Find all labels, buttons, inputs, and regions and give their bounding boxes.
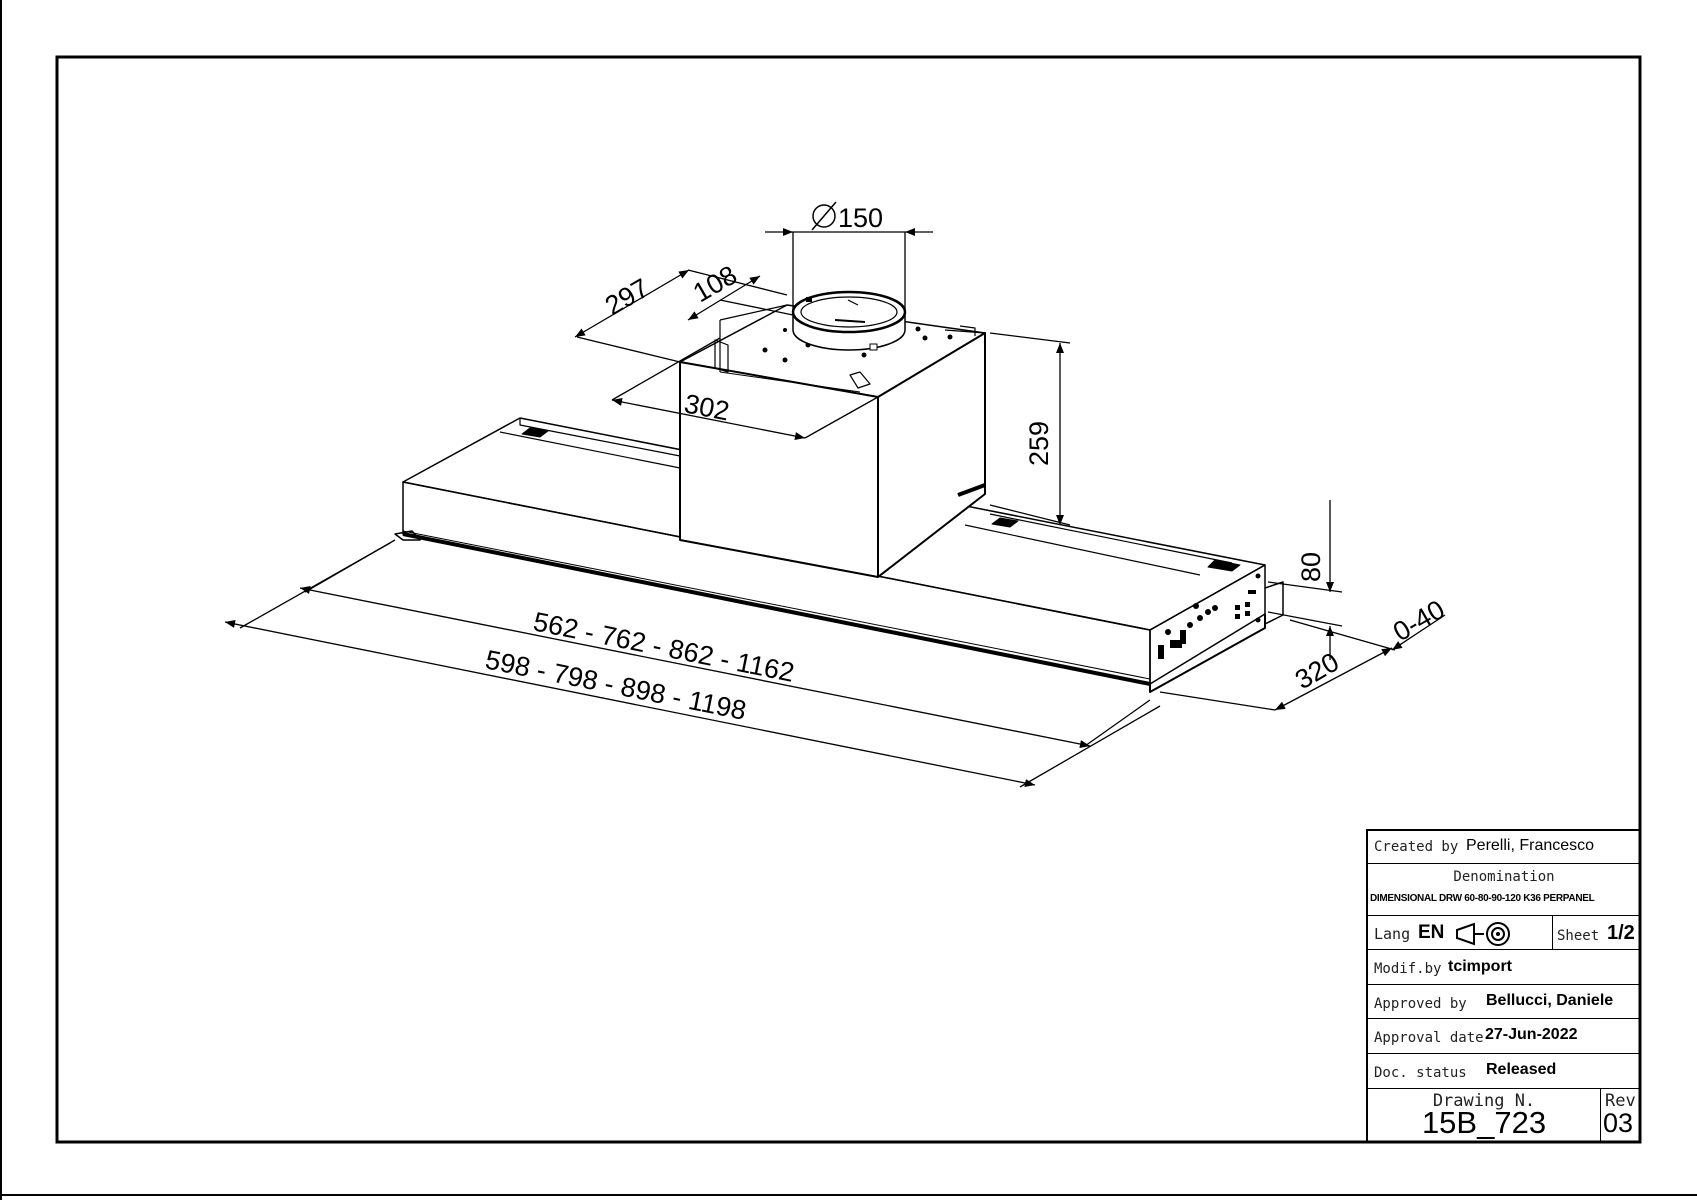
projection-symbol-icon [1456, 922, 1510, 946]
denomination-row: Denomination DIMENSIONAL DRW 60-80-90-12… [1368, 864, 1640, 916]
lang-value: EN [1418, 922, 1445, 943]
sheet-border [55, 55, 1642, 1144]
sheet-value: 1/2 [1607, 922, 1635, 944]
modif-label: Modif.by [1374, 961, 1442, 977]
dimension-lines [224, 228, 1446, 788]
dim-height-box: 259 [1024, 421, 1054, 466]
diameter-label: 150 [811, 201, 883, 233]
status-row: Doc. status Released [1368, 1054, 1640, 1089]
drawing-label: Drawing N. [1432, 1091, 1536, 1111]
rev-value: 03 [1603, 1108, 1634, 1138]
dim-offset-top: 108 [688, 260, 742, 309]
status-label: Doc. status [1374, 1065, 1467, 1081]
created-value: Perelli, Francesco [1466, 837, 1595, 854]
approved-row: Approved by Bellucci, Daniele [1368, 985, 1640, 1019]
duct-collar [791, 290, 907, 351]
sheet-label: Sheet [1557, 928, 1600, 944]
approval-date-value: 27-Jun-2022 [1485, 1026, 1578, 1043]
sheet-cell: Sheet 1/2 [1552, 916, 1643, 949]
side-panel-controls [1158, 573, 1261, 659]
approved-value: Bellucci, Daniele [1486, 992, 1614, 1009]
dim-depth-body: 320 [1290, 647, 1344, 696]
title-block: Created by Perelli, Francesco Denominati… [1366, 829, 1640, 1142]
approval-date-label: Approval date [1374, 1030, 1484, 1046]
rev-cell: Rev 03 [1600, 1089, 1640, 1142]
created-row: Created by Perelli, Francesco [1368, 831, 1640, 864]
drawing-value: 15B_723 [1421, 1105, 1547, 1140]
rev-label: Rev [1605, 1091, 1636, 1111]
modif-value: tcimport [1448, 958, 1512, 975]
dim-range-adjust: 0-40 [1388, 594, 1450, 647]
lang-row: Lang EN Sheet 1/2 [1368, 916, 1640, 950]
dim-height-body: 80 [1296, 552, 1326, 582]
created-label: Created by [1374, 839, 1459, 855]
modif-row: Modif.by tcimport [1368, 950, 1640, 985]
lang-label: Lang [1374, 925, 1411, 943]
denomination-label: Denomination [1453, 869, 1555, 885]
top-fixing-holes [762, 326, 953, 363]
dim-depth-top: 297 [600, 273, 654, 322]
dim-diameter: 150 [838, 203, 883, 233]
approved-label: Approved by [1374, 996, 1467, 1012]
approval-date-row: Approval date 27-Jun-2022 [1368, 1019, 1640, 1054]
denomination-value: DIMENSIONAL DRW 60-80-90-120 K36 PERPANE… [1370, 893, 1595, 904]
status-value: Released [1486, 1061, 1557, 1078]
drawing-number-row: Drawing N. 15B_723 Rev 03 [1368, 1089, 1640, 1142]
